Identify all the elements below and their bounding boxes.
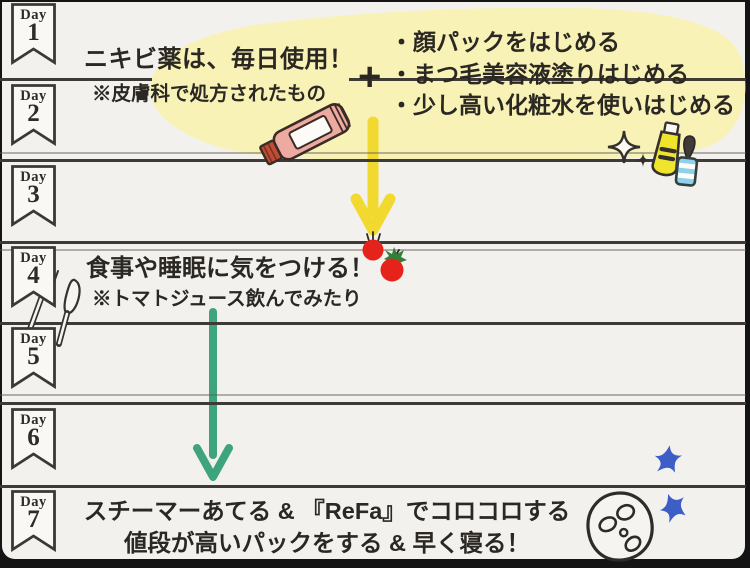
ribbon-day-label: Day — [20, 7, 47, 23]
ribbon-shape — [11, 165, 56, 227]
acne-medicine-note: ※皮膚科で処方されたもの — [92, 83, 327, 105]
day7-routine-line1: スチーマーあてる & 『ReFa』でコロコロする — [83, 498, 571, 524]
ribbon-day-label: Day — [20, 494, 47, 510]
ribbon-day-number: 1 — [27, 19, 40, 46]
ribbon-day-number: 3 — [27, 181, 40, 208]
plus-sign: + — [358, 55, 382, 99]
row-divider-3 — [0, 241, 746, 244]
addition-item-3: ・少し高い化粧水を使いはじめる — [390, 92, 735, 118]
addition-item-1: ・顔パックをはじめる — [390, 29, 620, 55]
row-divider-faint-2 — [0, 249, 746, 251]
ribbon-shape — [11, 408, 56, 470]
row-divider-faint-1 — [0, 152, 746, 154]
day-ribbon-6: Day 6 — [11, 408, 56, 470]
day-ribbon-3: Day 3 — [11, 165, 56, 227]
additions-list: ・顔パックをはじめる ・まつ毛美容液塗りはじめる ・少し高い化粧水を使いはじめる — [390, 27, 735, 122]
row-divider-6 — [0, 485, 746, 488]
meal-sleep-title: 食事や睡眠に気をつける！ — [86, 255, 374, 282]
ribbon-day-number: 5 — [27, 343, 40, 370]
addition-item-2: ・まつ毛美容液塗りはじめる — [390, 60, 689, 87]
row-divider-4 — [0, 322, 746, 325]
ribbon-day-number: 4 — [27, 262, 40, 289]
ribbon-shape — [11, 84, 56, 146]
ribbon-day-label: Day — [20, 169, 47, 185]
day-ribbon-7: Day 7 — [11, 490, 56, 552]
meal-sleep-note: ※トマトジュース飲んでみたり — [92, 288, 362, 310]
day-ribbon-5: Day 5 — [11, 327, 56, 389]
acne-medicine-title: ニキビ薬は、毎日使用！ — [84, 46, 354, 73]
ribbon-day-number: 2 — [27, 100, 40, 127]
day-ribbon-4: Day 4 — [11, 246, 56, 308]
row-divider-2 — [0, 159, 746, 162]
ribbon-shape — [11, 490, 56, 552]
ribbon-day-label: Day — [20, 412, 47, 428]
row-divider-faint-3 — [0, 394, 746, 396]
ribbon-day-label: Day — [20, 250, 47, 266]
day7-routine: スチーマーあてる & 『ReFa』でコロコロする 値段が高いパックをする & 早… — [77, 495, 577, 559]
ribbon-day-number: 7 — [27, 506, 40, 533]
day-ribbon-1: Day 1 — [11, 3, 56, 65]
row-divider-1a — [0, 78, 152, 81]
ribbon-day-number: 6 — [27, 424, 40, 451]
day-ribbon-2: Day 2 — [11, 84, 56, 146]
day7-routine-line2: 値段が高いパックをする & 早く寝る！ — [123, 530, 531, 556]
ribbon-day-label: Day — [20, 88, 47, 104]
ribbon-shape — [11, 3, 56, 65]
row-divider-5 — [0, 402, 746, 405]
